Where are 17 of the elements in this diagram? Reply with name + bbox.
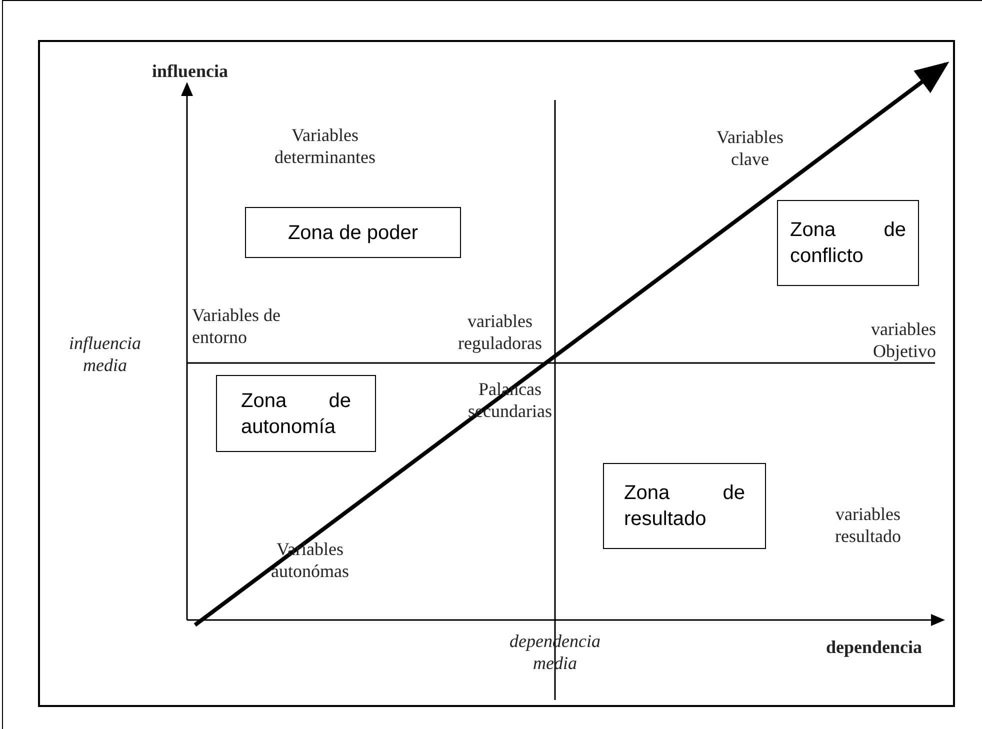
zone-title: Zona de autonomía (240, 388, 352, 440)
quadrant-label: variables Objetivo (870, 318, 936, 362)
zone-box (216, 375, 376, 452)
quadrant-label: variables reguladoras (457, 310, 543, 354)
quadrant-label: Variables determinantes (274, 124, 376, 168)
zone-box (777, 200, 919, 286)
quadrant-label: variables resultado (834, 503, 902, 547)
zone-title: Zona de conflicto (789, 218, 907, 269)
quadrant-label: influencia (150, 60, 229, 82)
quadrant-label: dependencia (824, 636, 922, 658)
zone-box (245, 207, 461, 258)
zone-title: Zona de resultado (623, 481, 746, 532)
quadrant-label: influencia media (68, 332, 142, 376)
quadrant-label: Variables de entorno (192, 304, 282, 348)
zone-title: Zona de poder (286, 220, 420, 246)
quadrant-label: Variables clave (716, 126, 784, 170)
zone-box (603, 463, 766, 549)
